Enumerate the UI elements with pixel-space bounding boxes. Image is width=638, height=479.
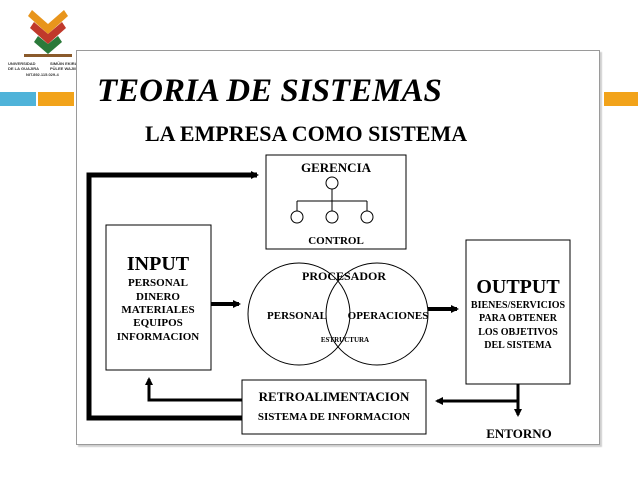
output-item: DEL SISTEMA <box>484 340 552 351</box>
logo-nit: NIT.892.115.029-4 <box>26 72 59 77</box>
logo-line-2: DE LA GUAJIRA <box>8 66 39 71</box>
output-title: OUTPUT <box>476 276 560 298</box>
gerencia-box: GERENCIA CONTROL <box>265 154 407 250</box>
input-item: INFORMACION <box>117 331 200 343</box>
procesador-venn: PROCESADOR PERSONAL OPERACIONES ESTRUCTU… <box>247 262 429 366</box>
org-chart-icon <box>290 176 374 224</box>
output-box: OUTPUT BIENES/SERVICIOS PARA OBTENER LOS… <box>465 239 571 385</box>
procesador-personal: PERSONAL <box>267 310 327 322</box>
input-item: EQUIPOS <box>133 317 183 329</box>
output-item: BIENES/SERVICIOS <box>471 300 566 311</box>
procesador-operaciones: OPERACIONES <box>348 310 429 322</box>
university-logo: UNIVERSIDAD DE LA GUAJIRA SIMÜIN EKIRAJI… <box>4 4 92 82</box>
input-item: MATERIALES <box>121 304 194 316</box>
output-item: PARA OBTENER <box>479 313 558 324</box>
retro-title: RETROALIMENTACION <box>259 389 410 404</box>
right-orange-bar <box>604 92 638 106</box>
feedback-loop-arrow <box>86 171 259 421</box>
guajira-emblem-icon <box>24 10 72 57</box>
retro-subtitle: SISTEMA DE INFORMACION <box>258 411 410 423</box>
slide-title: TEORIA DE SISTEMAS <box>97 73 442 109</box>
retro-to-input-arrow <box>145 377 242 402</box>
procesador-estructura: ESTRUCTURA <box>321 336 369 344</box>
left-orange-bar <box>38 92 74 106</box>
input-item: PERSONAL <box>128 277 188 289</box>
logo-line-1: UNIVERSIDAD <box>8 61 36 66</box>
input-item: DINERO <box>136 291 180 303</box>
logo-line-3: SIMÜIN EKIRAJIA <box>50 61 84 66</box>
entorno-label: ENTORNO <box>486 426 552 441</box>
left-cyan-bar <box>0 92 36 106</box>
input-title: INPUT <box>127 253 190 275</box>
enterprise-system-diagram: TEORIA DE SISTEMAS LA EMPRESA COMO SISTE… <box>86 73 571 441</box>
input-box: INPUT PERSONAL DINERO MATERIALES EQUIPOS… <box>105 224 212 371</box>
slide-image: TEORIA DE SISTEMAS LA EMPRESA COMO SISTE… <box>76 50 600 445</box>
slide-subtitle: LA EMPRESA COMO SISTEMA <box>145 121 467 146</box>
gerencia-title: GERENCIA <box>301 160 372 175</box>
gerencia-control: CONTROL <box>308 235 364 247</box>
logo-line-4: PÜLEE WAJIIRA <box>50 66 82 71</box>
procesador-title: PROCESADOR <box>302 269 386 283</box>
output-item: LOS OBJETIVOS <box>478 327 558 338</box>
retroalimentacion-box: RETROALIMENTACION SISTEMA DE INFORMACION <box>241 379 427 435</box>
diagram-arrows <box>86 171 522 421</box>
